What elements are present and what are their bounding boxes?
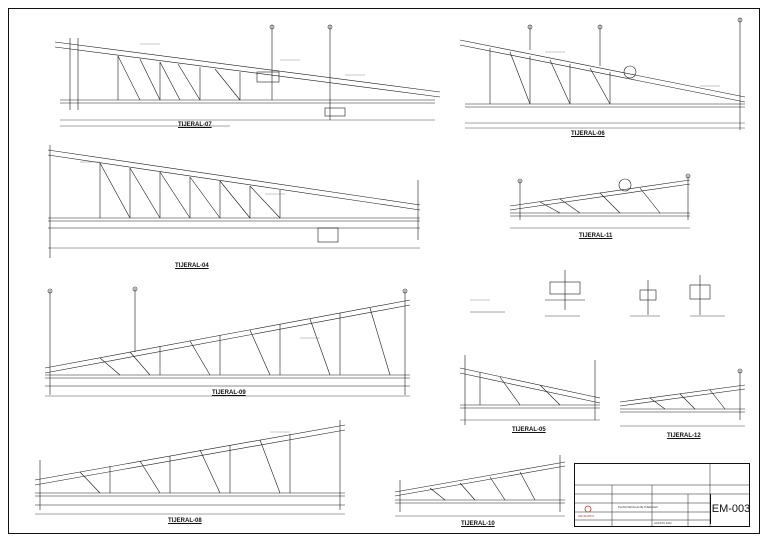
truss-05-drawing [459, 355, 601, 425]
truss-10-drawing [394, 455, 566, 517]
org-logo-icon [584, 505, 592, 513]
truss-08-drawing [34, 420, 346, 515]
truss-05-title: TIJERAL-05 [512, 427, 546, 433]
truss-11-title: TIJERAL-11 [579, 233, 613, 239]
truss-07-drawing [54, 24, 441, 127]
truss-06-title: TIJERAL-06 [571, 131, 605, 137]
truss-11-drawing [509, 173, 691, 229]
sheet-name: PLANO DETALLE DE TIJERALES [618, 506, 658, 509]
truss-07-title: TIJERAL-07 [178, 122, 212, 128]
truss-12-title: TIJERAL-12 [667, 433, 701, 439]
sheet-code: EM-003 [710, 494, 751, 524]
truss-12-drawing [619, 368, 746, 427]
truss-08-title: TIJERAL-08 [168, 518, 202, 524]
connection-details-drawing [470, 270, 725, 317]
truss-04-drawing [47, 145, 421, 258]
truss-04-title: TIJERAL-04 [175, 263, 209, 269]
truss-06-drawing [459, 17, 746, 130]
org-name: SAN MARTIN [578, 515, 594, 518]
truss-09-drawing [44, 286, 411, 397]
drawing-sheet-border [8, 8, 760, 534]
truss-09-title: TIJERAL-09 [212, 390, 246, 396]
title-block [574, 463, 750, 527]
truss-10-title: TIJERAL-10 [461, 521, 495, 527]
sheet-date: AGOSTO 2022 [654, 522, 672, 525]
